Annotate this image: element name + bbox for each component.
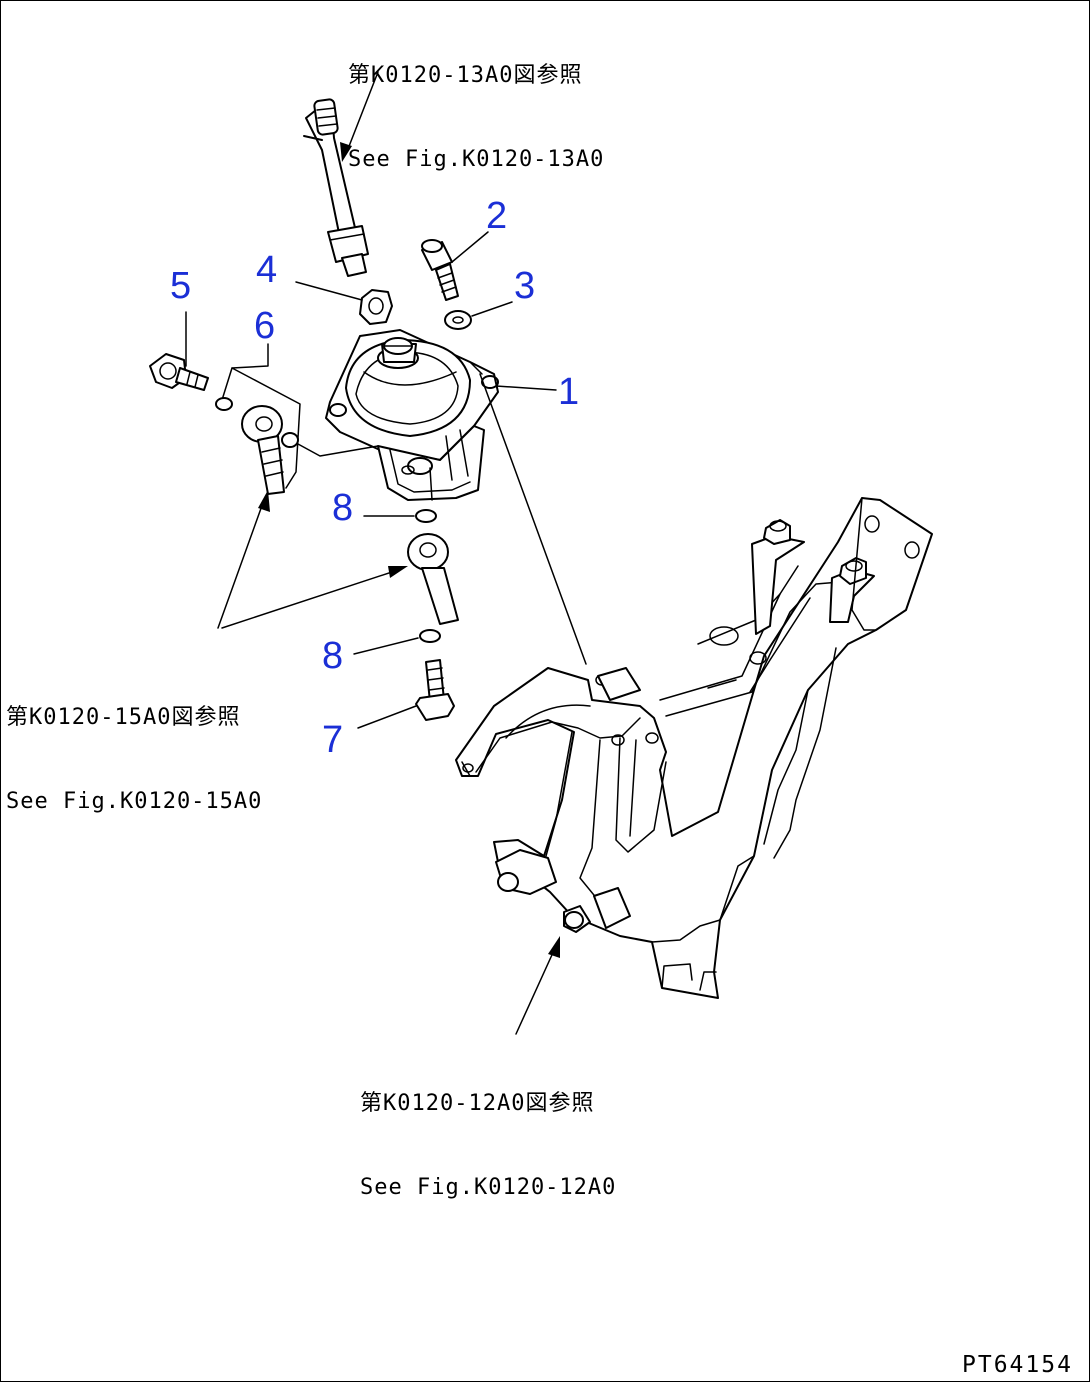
callout-1: 1 bbox=[558, 371, 579, 413]
part-7-connector bbox=[357, 659, 455, 729]
banjo-fitting bbox=[407, 533, 459, 625]
arrow-top-reference bbox=[340, 71, 379, 162]
arrow-bottom-reference bbox=[515, 936, 560, 1035]
reference-left: 第K0120-15A0図参照 See Fig.K0120-15A0 bbox=[6, 648, 262, 844]
part-2-bolt bbox=[421, 231, 489, 301]
reference-bottom: 第K0120-12A0図参照 See Fig.K0120-12A0 bbox=[360, 1034, 616, 1230]
part-3-washer bbox=[444, 301, 513, 330]
part-8-oring-lower bbox=[353, 629, 441, 655]
part-5-bolt bbox=[149, 311, 209, 391]
part-4-nut bbox=[295, 281, 393, 325]
reference-top-jp: 第K0120-13A0図参照 bbox=[348, 63, 583, 88]
callout-2: 2 bbox=[486, 195, 507, 237]
callout-8-lower: 8 bbox=[322, 635, 343, 677]
callout-7: 7 bbox=[322, 719, 343, 761]
reference-left-jp: 第K0120-15A0図参照 bbox=[6, 705, 241, 730]
part-8-oring-upper bbox=[363, 509, 437, 523]
part-1-valve bbox=[325, 329, 557, 501]
upper-hose bbox=[303, 98, 369, 277]
callout-6: 6 bbox=[254, 305, 275, 347]
callout-8-upper: 8 bbox=[332, 487, 353, 529]
callout-4: 4 bbox=[256, 249, 277, 291]
reference-bottom-jp: 第K0120-12A0図参照 bbox=[360, 1091, 595, 1116]
reference-top: 第K0120-13A0図参照 See Fig.K0120-13A0 bbox=[348, 6, 604, 202]
part-6-hose bbox=[215, 343, 379, 495]
mounting-bracket bbox=[455, 361, 933, 999]
callout-5: 5 bbox=[170, 265, 191, 307]
arrows-left-reference bbox=[217, 490, 408, 629]
reference-top-en: See Fig.K0120-13A0 bbox=[348, 147, 605, 172]
drawing-code: PT64154 bbox=[962, 1352, 1073, 1378]
reference-bottom-en: See Fig.K0120-12A0 bbox=[360, 1175, 617, 1200]
reference-left-en: See Fig.K0120-15A0 bbox=[6, 789, 263, 814]
callout-3: 3 bbox=[514, 265, 535, 307]
